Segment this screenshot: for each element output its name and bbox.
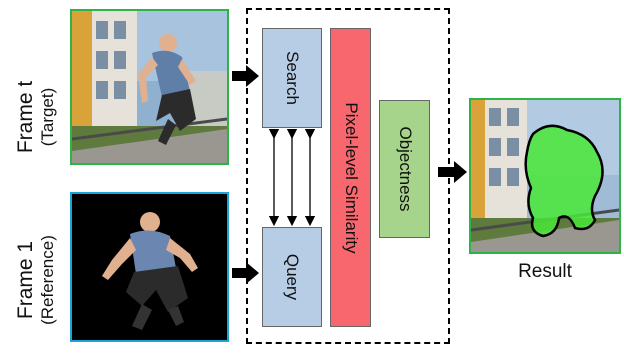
similarity-label: Pixel-level Similarity xyxy=(341,101,361,254)
frame-t-subtitle: (Target) xyxy=(38,87,57,147)
similarity-box: Pixel-level Similarity xyxy=(330,28,371,327)
frame-1-subtitle: (Reference) xyxy=(38,235,57,325)
correspondence-arrows-icon xyxy=(268,128,316,227)
target-arrow-icon xyxy=(232,65,259,87)
search-box: Search xyxy=(262,28,322,128)
segmentation-mask xyxy=(524,124,604,238)
frame-t-label: Frame t (Target) xyxy=(6,42,66,172)
query-label: Query xyxy=(283,253,302,301)
frame-1-label: Frame 1 (Reference) xyxy=(6,195,66,345)
frame-1-title: Frame 1 xyxy=(14,240,37,320)
search-label: Search xyxy=(283,51,302,105)
output-arrow-icon xyxy=(438,161,467,183)
objectness-label: Objectness xyxy=(395,126,415,212)
frame-t-title: Frame t xyxy=(14,80,37,154)
query-box: Query xyxy=(262,227,322,327)
result-label: Result xyxy=(518,261,572,282)
objectness-box: Objectness xyxy=(379,100,430,238)
reference-frame-image xyxy=(70,192,229,342)
reference-arrow-icon xyxy=(232,262,259,284)
target-frame-image xyxy=(70,9,229,165)
result-image xyxy=(469,98,621,254)
